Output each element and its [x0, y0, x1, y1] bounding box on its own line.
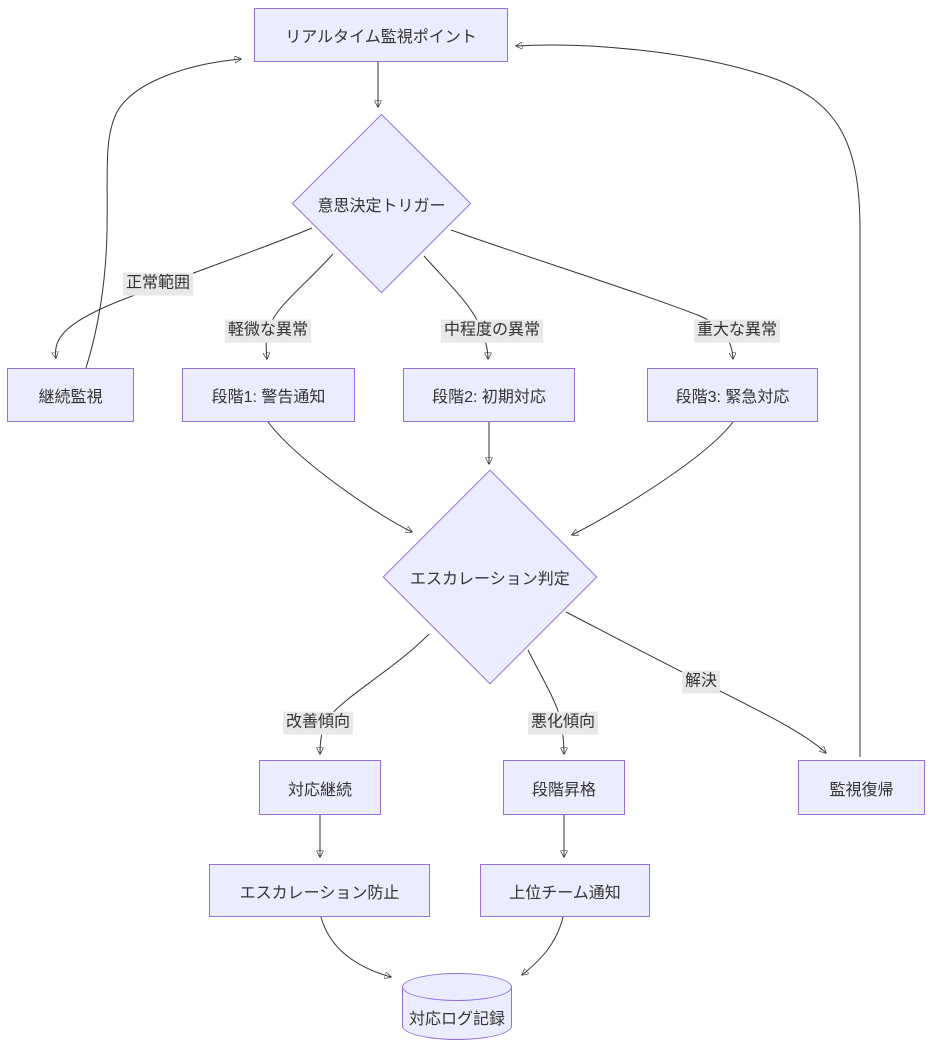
node-escalation-prevention: エスカレーション防止: [209, 864, 430, 917]
edge-escalation-to-stage-up: [527, 649, 564, 754]
node-realtime-monitoring-point: リアルタイム監視ポイント: [254, 8, 508, 62]
cylinder-top-ellipse: [402, 973, 512, 1001]
node-stage3-emergency-response-label: 段階3: 緊急対応: [675, 389, 790, 406]
node-decision-trigger-label: 意思決定トリガー: [317, 197, 446, 215]
node-continue-monitoring-label: 継続監視: [38, 389, 103, 406]
edge-monitor-return-to-monitor: [516, 45, 861, 757]
node-stage2-initial-response-label: 段階2: 初期対応: [432, 389, 546, 406]
node-response-log-database: 対応ログ記録: [402, 973, 512, 1040]
edge-label-moderate-anomaly: 中程度の異常: [440, 319, 544, 343]
edge-trigger-to-stage1: [266, 253, 334, 359]
edge-label-minor-anomaly: 軽微な異常: [224, 319, 312, 343]
node-realtime-monitoring-point-label: リアルタイム監視ポイント: [285, 29, 477, 46]
node-stage3-emergency-response: 段階3: 緊急対応: [647, 368, 818, 422]
node-stage-promotion: 段階昇格: [503, 760, 625, 815]
node-escalation-judgment-label: エスカレーション判定: [410, 571, 570, 588]
node-stage1-warning-label: 段階1: 警告通知: [211, 389, 326, 406]
edge-label-improving-trend: 改善傾向: [282, 711, 354, 735]
edge-stage1-to-escalation: [267, 421, 412, 532]
edge-label-normal-range: 正常範囲: [122, 272, 194, 296]
edge-notify-upper-to-log: [522, 916, 564, 975]
node-stage-promotion-label: 段階昇格: [531, 781, 596, 799]
node-continue-monitoring: 継続監視: [7, 368, 134, 422]
edge-trigger-to-stage2: [423, 255, 488, 359]
edge-continue-watch-to-monitor: [85, 59, 241, 369]
edge-stage3-to-escalation: [572, 421, 734, 535]
node-stage1-warning: 段階1: 警告通知: [182, 368, 355, 422]
edge-trigger-to-continue-watch: [55, 227, 313, 358]
node-monitoring-return: 監視復帰: [798, 760, 925, 815]
node-monitoring-return-label: 監視復帰: [829, 781, 894, 799]
edge-escalation-to-respond-continue: [320, 633, 430, 754]
node-stage2-initial-response: 段階2: 初期対応: [403, 368, 575, 422]
edge-label-resolved: 解決: [681, 670, 721, 694]
node-response-continue: 対応継続: [259, 760, 381, 815]
node-response-continue-label: 対応継続: [287, 781, 352, 799]
node-upper-team-notification: 上位チーム通知: [480, 864, 650, 917]
node-response-log-database-label: 対応ログ記録: [408, 1011, 505, 1028]
edge-label-severe-anomaly: 重大な異常: [693, 319, 781, 343]
node-upper-team-notification-label: 上位チーム通知: [509, 884, 621, 902]
node-escalation-prevention-label: エスカレーション防止: [239, 884, 400, 902]
edge-prevent-to-log: [320, 916, 391, 977]
edge-label-worsening-trend: 悪化傾向: [527, 711, 599, 735]
